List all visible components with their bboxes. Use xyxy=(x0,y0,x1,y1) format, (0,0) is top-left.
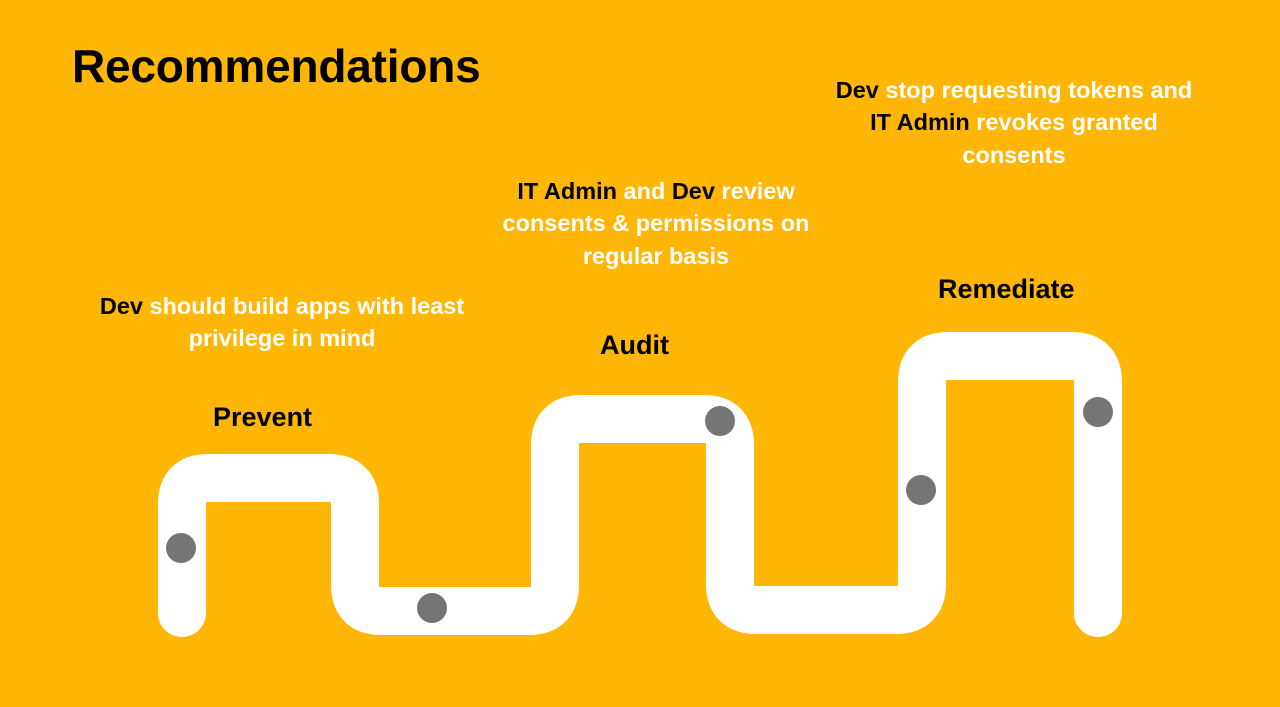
stage-caption-audit: IT Admin and Dev review consents & permi… xyxy=(470,175,842,272)
stage-caption-prevent: Dev should build apps with least privile… xyxy=(96,290,468,355)
stage-marker-dot xyxy=(1083,397,1113,427)
caption-text: and xyxy=(616,178,672,204)
caption-emphasis: IT Admin xyxy=(870,109,970,136)
stage-label-audit: Audit xyxy=(600,330,669,360)
stage-marker-dot xyxy=(417,593,447,623)
caption-text: revokes granted consents xyxy=(962,109,1158,168)
stage-marker-dot xyxy=(705,406,735,436)
caption-text: should build apps with least privilege i… xyxy=(142,293,465,352)
caption-text: review consents & permissions on regular… xyxy=(502,178,810,269)
stage-marker-dot xyxy=(166,533,196,563)
stage-label-prevent: Prevent xyxy=(213,402,313,432)
page-title: Recommendations xyxy=(72,40,481,92)
stage-caption-remediate: Dev stop requesting tokens and IT Admin … xyxy=(828,74,1200,171)
caption-emphasis: IT Admin xyxy=(517,178,617,204)
staircase-path-stroke xyxy=(158,332,1122,637)
caption-emphasis: Dev xyxy=(671,178,715,204)
stage-label-remediate: Remediate xyxy=(938,274,1075,304)
caption-emphasis: Dev xyxy=(835,77,879,103)
stage-markers-group xyxy=(166,397,1113,623)
caption-emphasis: Dev xyxy=(99,293,143,319)
stage-marker-dot xyxy=(906,475,936,505)
caption-text: stop requesting tokens and xyxy=(878,77,1193,103)
